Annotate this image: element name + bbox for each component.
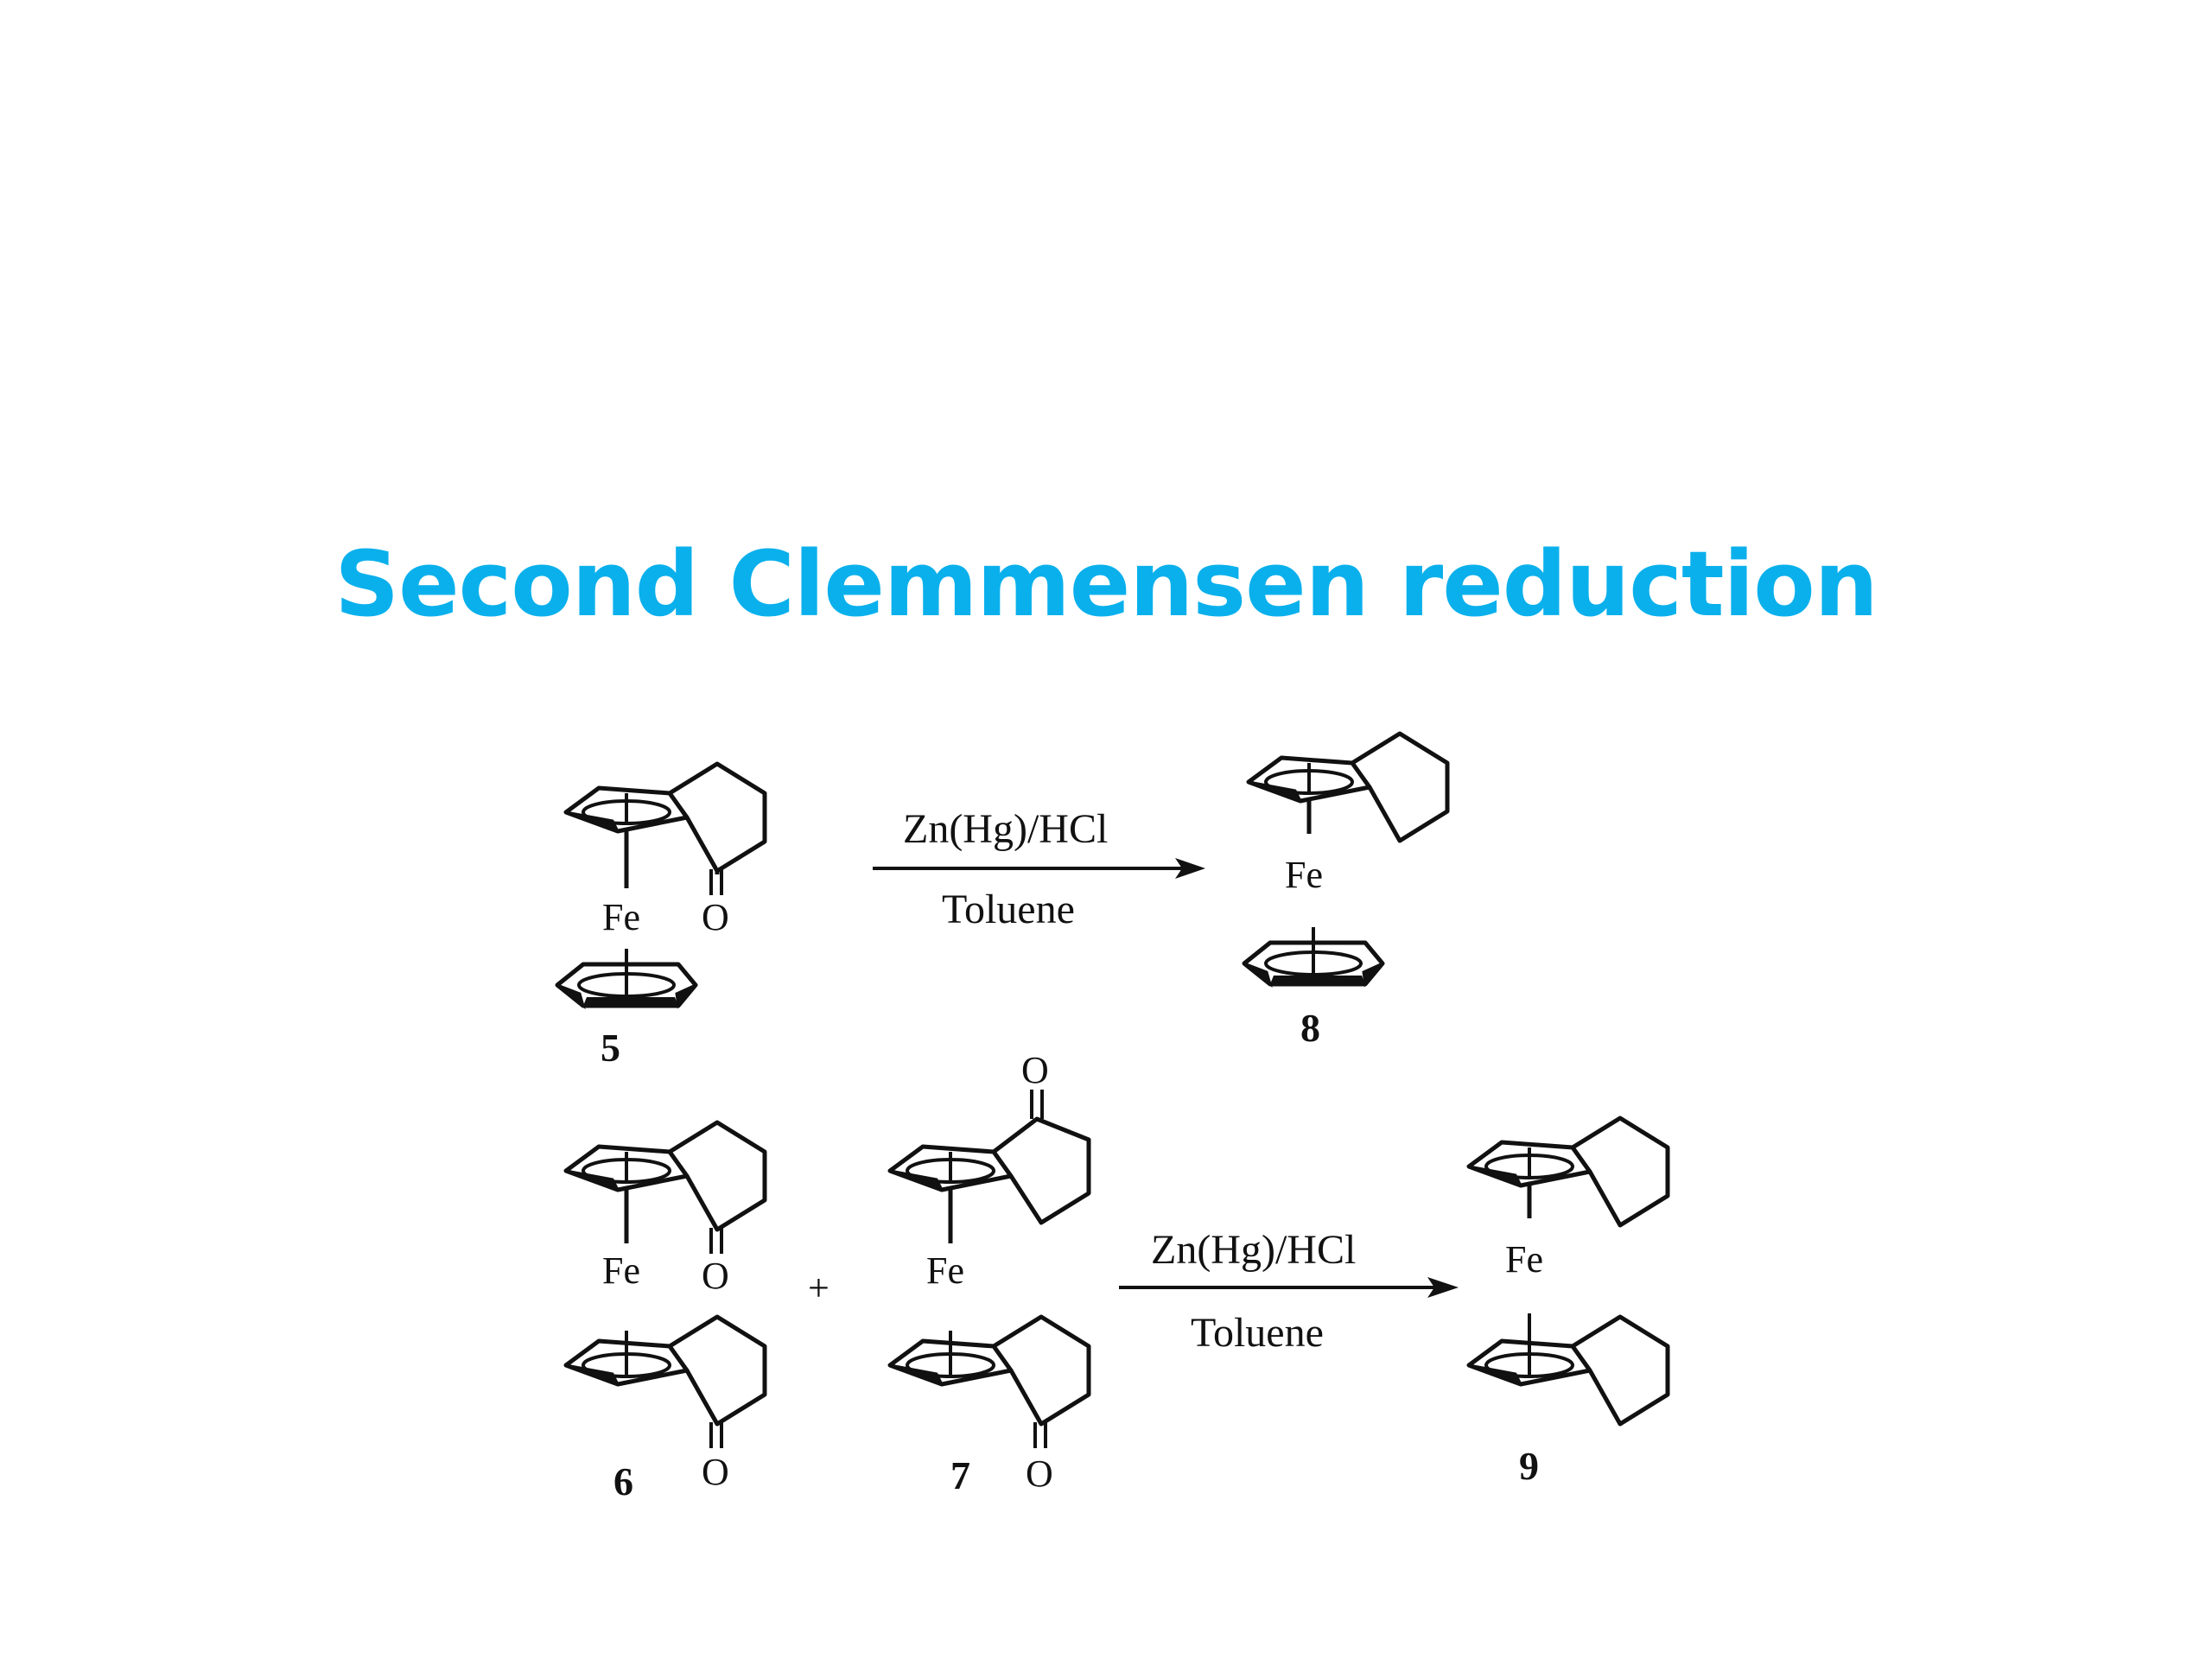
compound-9: Fe 9: [1469, 1118, 1668, 1488]
compound-label: 6: [613, 1459, 633, 1503]
reaction-arrow-1: [873, 858, 1205, 879]
iron-atom: Fe: [1285, 854, 1323, 896]
oxygen-atom: O: [1026, 1452, 1053, 1495]
reagent-label: Zn(Hg)/HCl: [903, 806, 1108, 852]
reaction-arrow-2: [1119, 1277, 1459, 1298]
oxygen-atom: O: [702, 896, 729, 938]
page-title: Second Clemmensen reduction: [334, 531, 1878, 637]
compound-6: O Fe O 6: [566, 1122, 765, 1503]
reagent-label: Zn(Hg)/HCl: [1151, 1227, 1356, 1273]
oxygen-atom: O: [702, 1451, 729, 1493]
compound-label: 5: [601, 1026, 620, 1070]
compound-label: 9: [1519, 1444, 1539, 1488]
iron-atom: Fe: [602, 896, 640, 938]
compound-label: 7: [950, 1453, 970, 1497]
oxygen-atom: O: [702, 1255, 729, 1297]
oxygen-atom: O: [1021, 1049, 1049, 1091]
compound-8: Fe 8: [1244, 734, 1447, 1050]
plus-sign: +: [808, 1267, 830, 1309]
compound-7: O Fe O 7: [890, 1049, 1091, 1497]
iron-atom: Fe: [602, 1249, 640, 1292]
iron-atom: Fe: [1505, 1238, 1543, 1281]
solvent-label: Toluene: [942, 887, 1075, 932]
compound-label: 8: [1300, 1006, 1320, 1050]
solvent-label: Toluene: [1191, 1310, 1324, 1356]
compound-5: Fe O 5: [557, 764, 765, 1070]
iron-atom: Fe: [926, 1249, 964, 1292]
